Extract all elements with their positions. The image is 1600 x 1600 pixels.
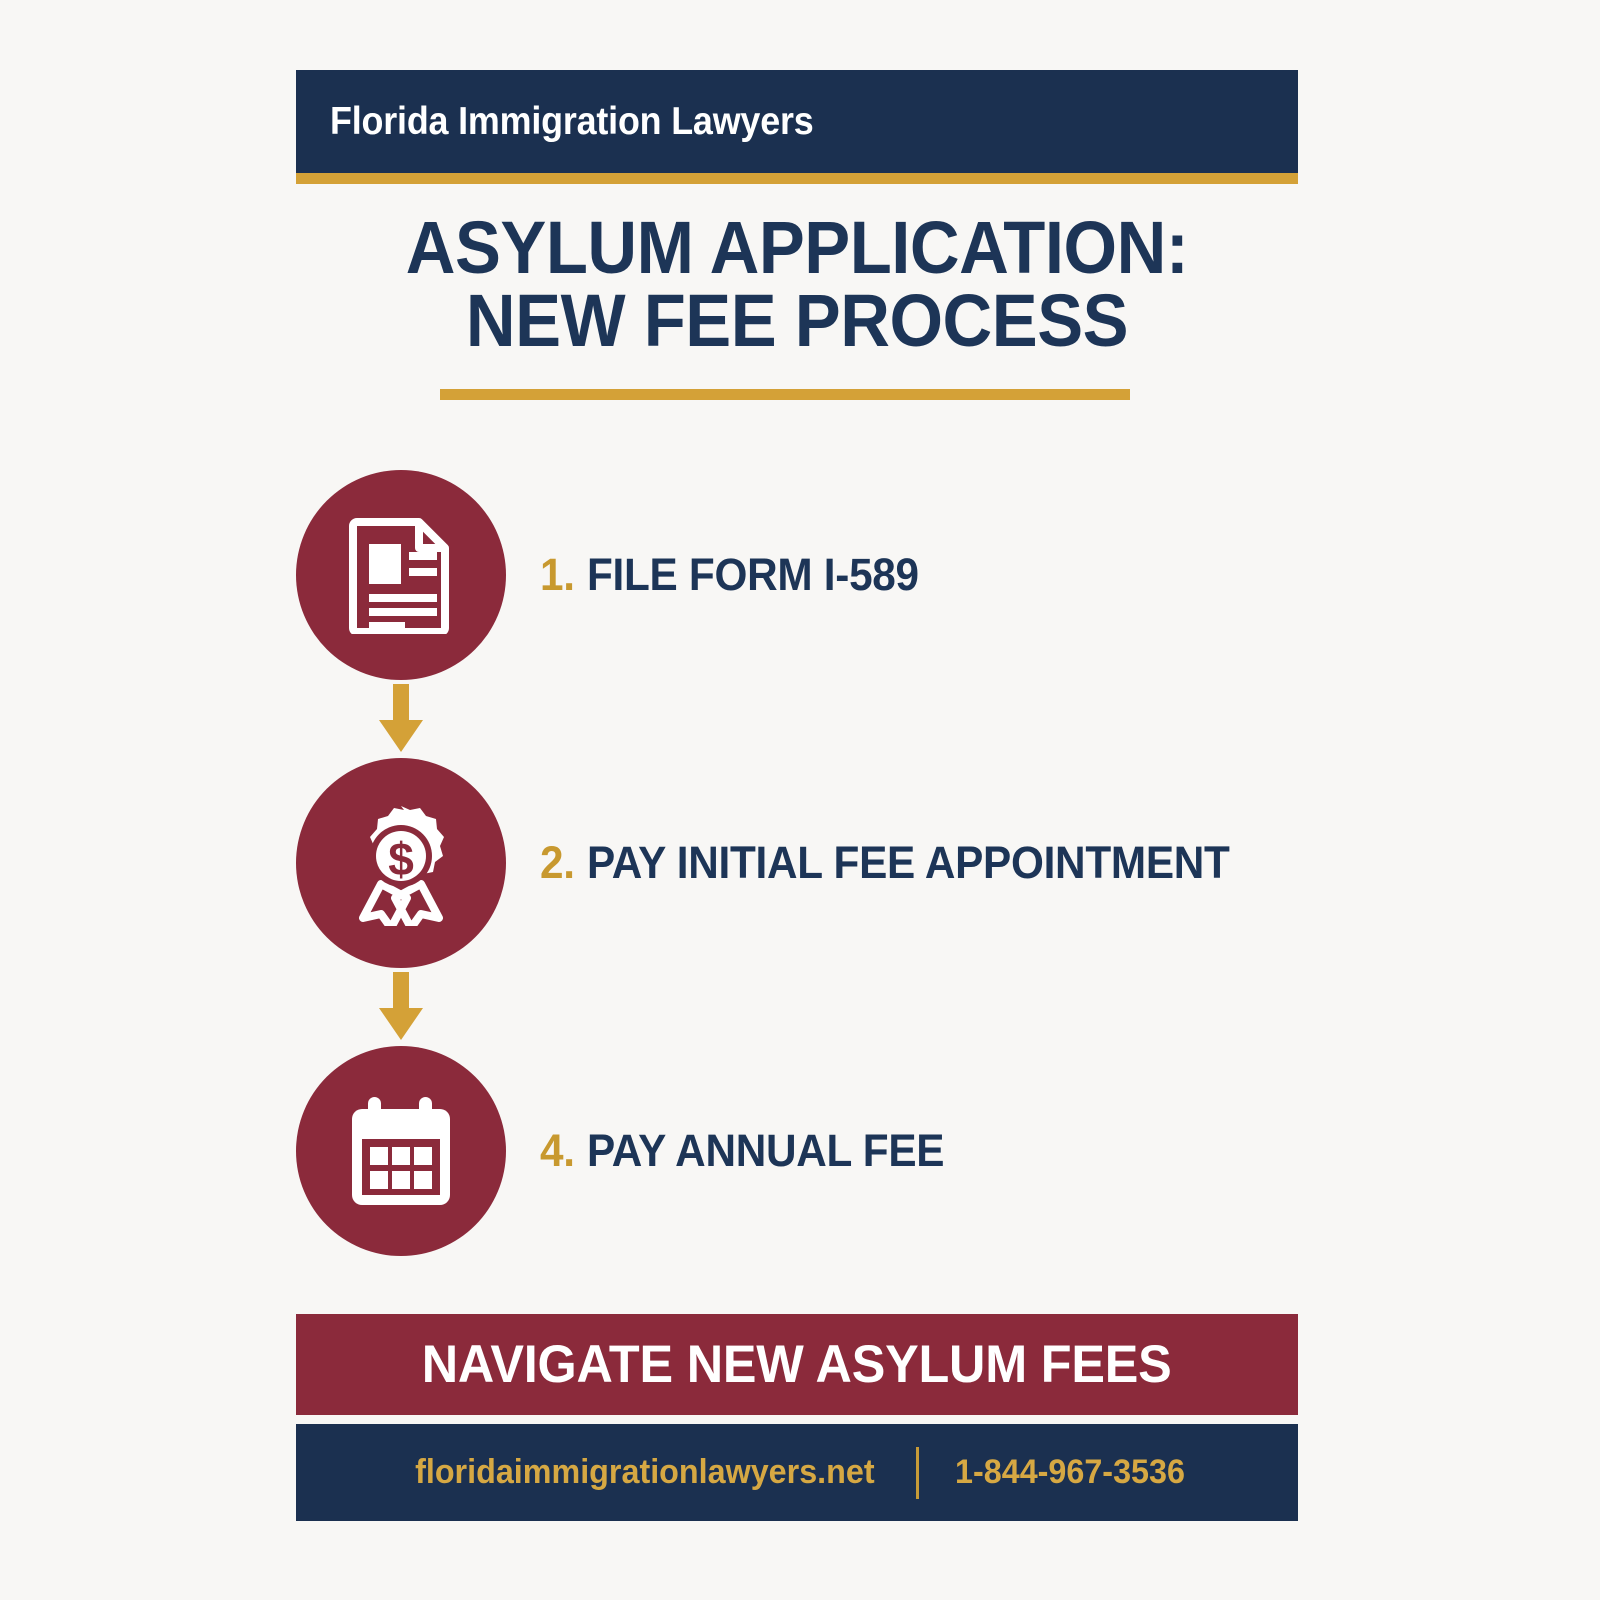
step-text: PAY INITIAL FEE APPOINTMENT [586, 837, 1230, 888]
brand-name: Florida Immigration Lawyers [330, 99, 814, 143]
step-label: 4.PAY ANNUAL FEE [540, 1125, 944, 1177]
page-title: ASYLUM APPLICATION: NEW FEE PROCESS [296, 206, 1298, 362]
brand-accent-rule [296, 173, 1298, 184]
arrow-down-icon [373, 972, 429, 1047]
footer-contact-bar: floridaimmigrationlawyers.net 1-844-967-… [296, 1424, 1298, 1521]
cta-banner[interactable]: NAVIGATE NEW ASYLUM FEES [296, 1314, 1298, 1415]
step-icon-badge [296, 1046, 506, 1256]
step-row: 1.FILE FORM I-589 [296, 470, 1298, 680]
footer-divider [916, 1446, 920, 1499]
arrow-down-icon [373, 684, 429, 759]
document-icon [349, 516, 453, 634]
page-title-line-2: NEW FEE PROCESS [465, 278, 1129, 362]
phone-number[interactable]: 1-844-967-3536 [955, 1453, 1186, 1491]
cta-text: NAVIGATE NEW ASYLUM FEES [422, 1335, 1172, 1394]
page-title-line-1: ASYLUM APPLICATION: [405, 206, 1189, 289]
brand-header-bar: Florida Immigration Lawyers [296, 70, 1298, 173]
step-row: 4.PAY ANNUAL FEE [296, 1046, 1298, 1256]
step-connector [296, 968, 1298, 1046]
step-label: 2.PAY INITIAL FEE APPOINTMENT [540, 837, 1230, 889]
website-link[interactable]: floridaimmigrationlawyers.net [414, 1453, 875, 1491]
award-badge-dollar-icon: $ [345, 800, 457, 926]
step-number: 2. [540, 837, 575, 888]
step-row: $ 2.PAY INITIAL FEE APPOINTMENT [296, 758, 1298, 968]
step-label: 1.FILE FORM I-589 [540, 549, 919, 601]
title-underline-rule [440, 389, 1130, 400]
svg-text:$: $ [388, 833, 414, 885]
calendar-icon [346, 1093, 456, 1209]
step-number: 4. [540, 1125, 575, 1176]
step-number: 1. [540, 549, 575, 600]
process-step-list: 1.FILE FORM I-589 [296, 470, 1298, 1256]
step-connector [296, 680, 1298, 758]
step-icon-badge: $ [296, 758, 506, 968]
step-icon-badge [296, 470, 506, 680]
step-text: PAY ANNUAL FEE [586, 1125, 945, 1176]
step-text: FILE FORM I-589 [586, 549, 919, 600]
